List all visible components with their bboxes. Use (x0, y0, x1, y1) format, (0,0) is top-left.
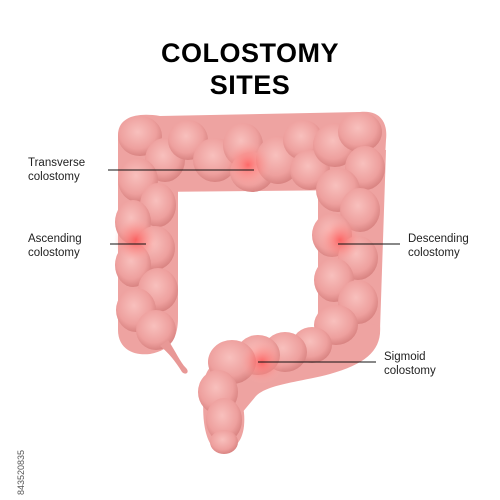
title-line-2: SITES (209, 70, 291, 100)
label-descending: Descending colostomy (408, 232, 469, 260)
label-sigmoid: Sigmoid colostomy (384, 350, 436, 378)
label-ascending-line1: Ascending (28, 233, 82, 245)
label-descending-line1: Descending (408, 233, 469, 245)
ascending-site-glow (114, 218, 158, 262)
label-transverse: Transverse colostomy (28, 156, 85, 184)
title-line-1: COLOSTOMY (160, 38, 339, 68)
label-ascending-line2: colostomy (28, 247, 80, 259)
appendix (160, 340, 188, 374)
stock-id: 843520835 (6, 385, 26, 495)
stoma-highlights (114, 141, 362, 384)
descending-site-glow (318, 218, 362, 262)
label-transverse-line1: Transverse (28, 157, 86, 169)
stock-id-text: 843520835 (16, 449, 26, 495)
leader-lines (108, 169, 400, 363)
transverse-site-glow (224, 141, 272, 189)
label-sigmoid-line1: Sigmoid (384, 351, 426, 363)
label-descending-line2: colostomy (408, 247, 460, 259)
label-sigmoid-line2: colostomy (384, 365, 436, 377)
label-transverse-line2: colostomy (28, 171, 80, 183)
label-ascending: Ascending colostomy (28, 232, 82, 260)
